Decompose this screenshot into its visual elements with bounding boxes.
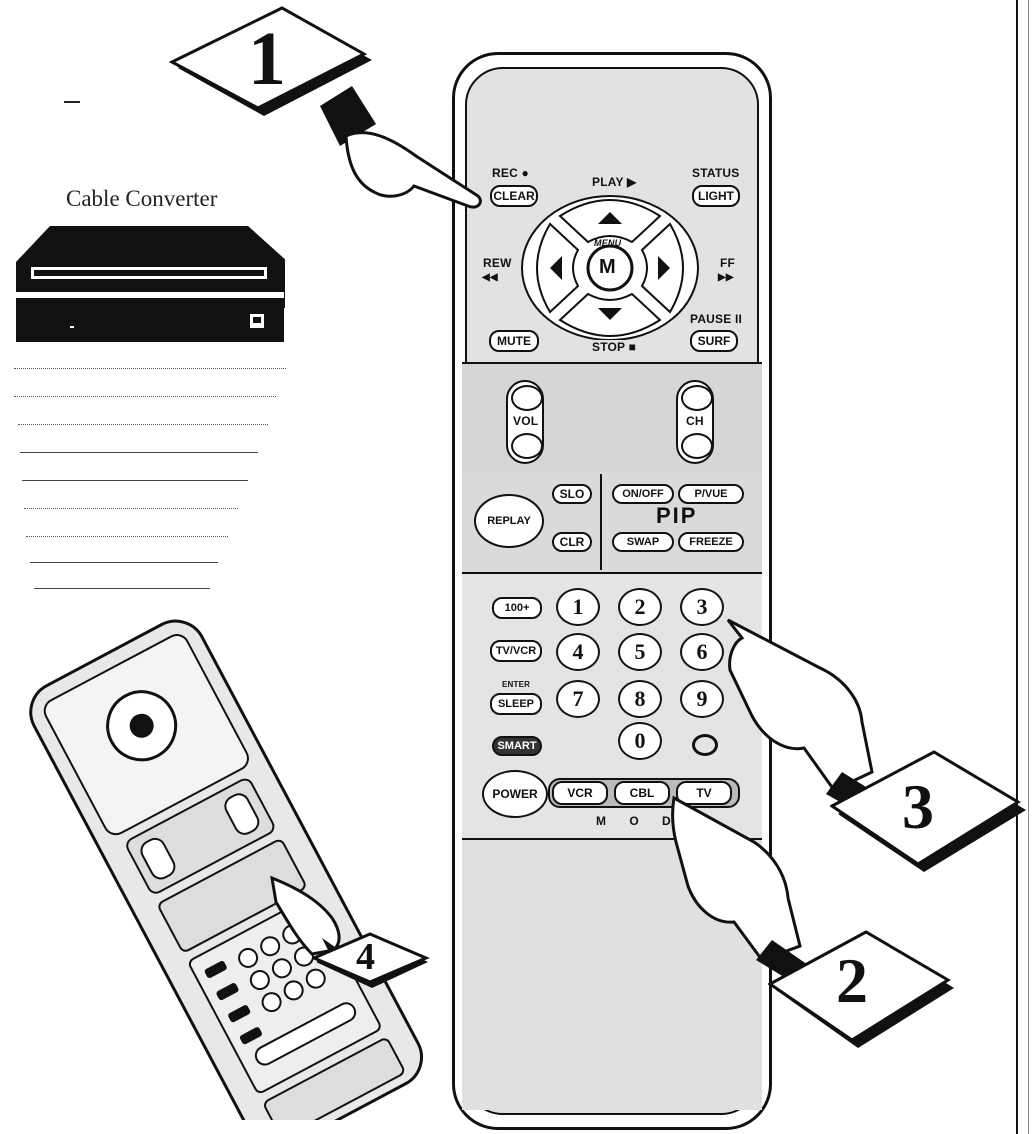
cable-converter-box <box>10 222 285 347</box>
small-remote-illustration <box>0 600 470 1120</box>
digit-2-button[interactable]: 2 <box>618 588 662 626</box>
power-button[interactable]: POWER <box>482 770 548 818</box>
swap-button[interactable]: SWAP <box>612 532 674 552</box>
menu-label: MENU <box>594 238 621 248</box>
pause-label: PAUSE II <box>690 312 742 326</box>
freeze-button[interactable]: FREEZE <box>678 532 744 552</box>
cable-converter-caption: Cable Converter <box>66 186 217 212</box>
rec-label: REC ● <box>492 166 529 180</box>
rule-7 <box>26 536 228 537</box>
page-edge-line <box>1016 0 1018 1134</box>
step-2-number: 2 <box>836 944 868 1018</box>
rule-6 <box>24 508 238 509</box>
digit-9-button[interactable]: 9 <box>680 680 724 718</box>
pointing-hand-icon <box>318 84 488 214</box>
digit-5-button[interactable]: 5 <box>618 633 662 671</box>
step-3-number: 3 <box>902 770 934 844</box>
rule-5 <box>22 480 248 481</box>
cbl-button[interactable]: CBL <box>614 781 670 805</box>
digit-0-button[interactable]: 0 <box>618 722 662 760</box>
slo-button[interactable]: SLO <box>552 484 592 504</box>
hundred-plus-button[interactable]: 100+ <box>492 597 542 619</box>
smart-button[interactable]: SMART <box>492 736 542 756</box>
rew-label: REW <box>483 256 512 270</box>
ff-label: FF <box>720 256 735 270</box>
rule-1 <box>14 368 286 369</box>
step-4-number: 4 <box>356 935 375 979</box>
rule-9 <box>34 588 210 589</box>
ff-symbol: ▶▶ <box>718 272 734 283</box>
rule-2 <box>14 396 276 397</box>
section-divider-vertical <box>600 474 602 570</box>
digit-3-button[interactable]: 3 <box>680 588 724 626</box>
pview-button[interactable]: P/VUE <box>678 484 744 504</box>
onoff-button[interactable]: ON/OFF <box>612 484 674 504</box>
vol-label: VOL <box>513 414 538 428</box>
digit-4-button[interactable]: 4 <box>556 633 600 671</box>
rule-3 <box>18 424 268 425</box>
page-edge-line-2 <box>1028 0 1029 1134</box>
sleep-button[interactable]: SLEEP <box>490 693 542 715</box>
pip-label: PIP <box>656 503 697 529</box>
replay-button[interactable]: REPLAY <box>474 494 544 548</box>
rule-4 <box>20 452 258 453</box>
enter-label: ENTER <box>502 680 530 689</box>
menu-button[interactable]: M <box>599 256 616 279</box>
digit-1-button[interactable]: 1 <box>556 588 600 626</box>
mute-button[interactable]: MUTE <box>489 330 539 352</box>
digit-7-button[interactable]: 7 <box>556 680 600 718</box>
ch-label: CH <box>686 414 704 428</box>
rew-symbol: ◀◀ <box>482 272 498 283</box>
rule-8 <box>30 562 218 563</box>
play-label: PLAY ▶ <box>592 175 636 189</box>
step-1-number: 1 <box>248 16 286 103</box>
small-mark <box>64 101 80 107</box>
digit-8-button[interactable]: 8 <box>618 680 662 718</box>
stop-label: STOP ■ <box>592 340 636 354</box>
status-label: STATUS <box>692 166 739 180</box>
clr-button[interactable]: CLR <box>552 532 592 552</box>
tvvcr-button[interactable]: TV/VCR <box>490 640 542 662</box>
sensor-ring <box>692 734 718 756</box>
vcr-button[interactable]: VCR <box>552 781 608 805</box>
digit-6-button[interactable]: 6 <box>680 633 724 671</box>
surf-button[interactable]: SURF <box>690 330 738 352</box>
